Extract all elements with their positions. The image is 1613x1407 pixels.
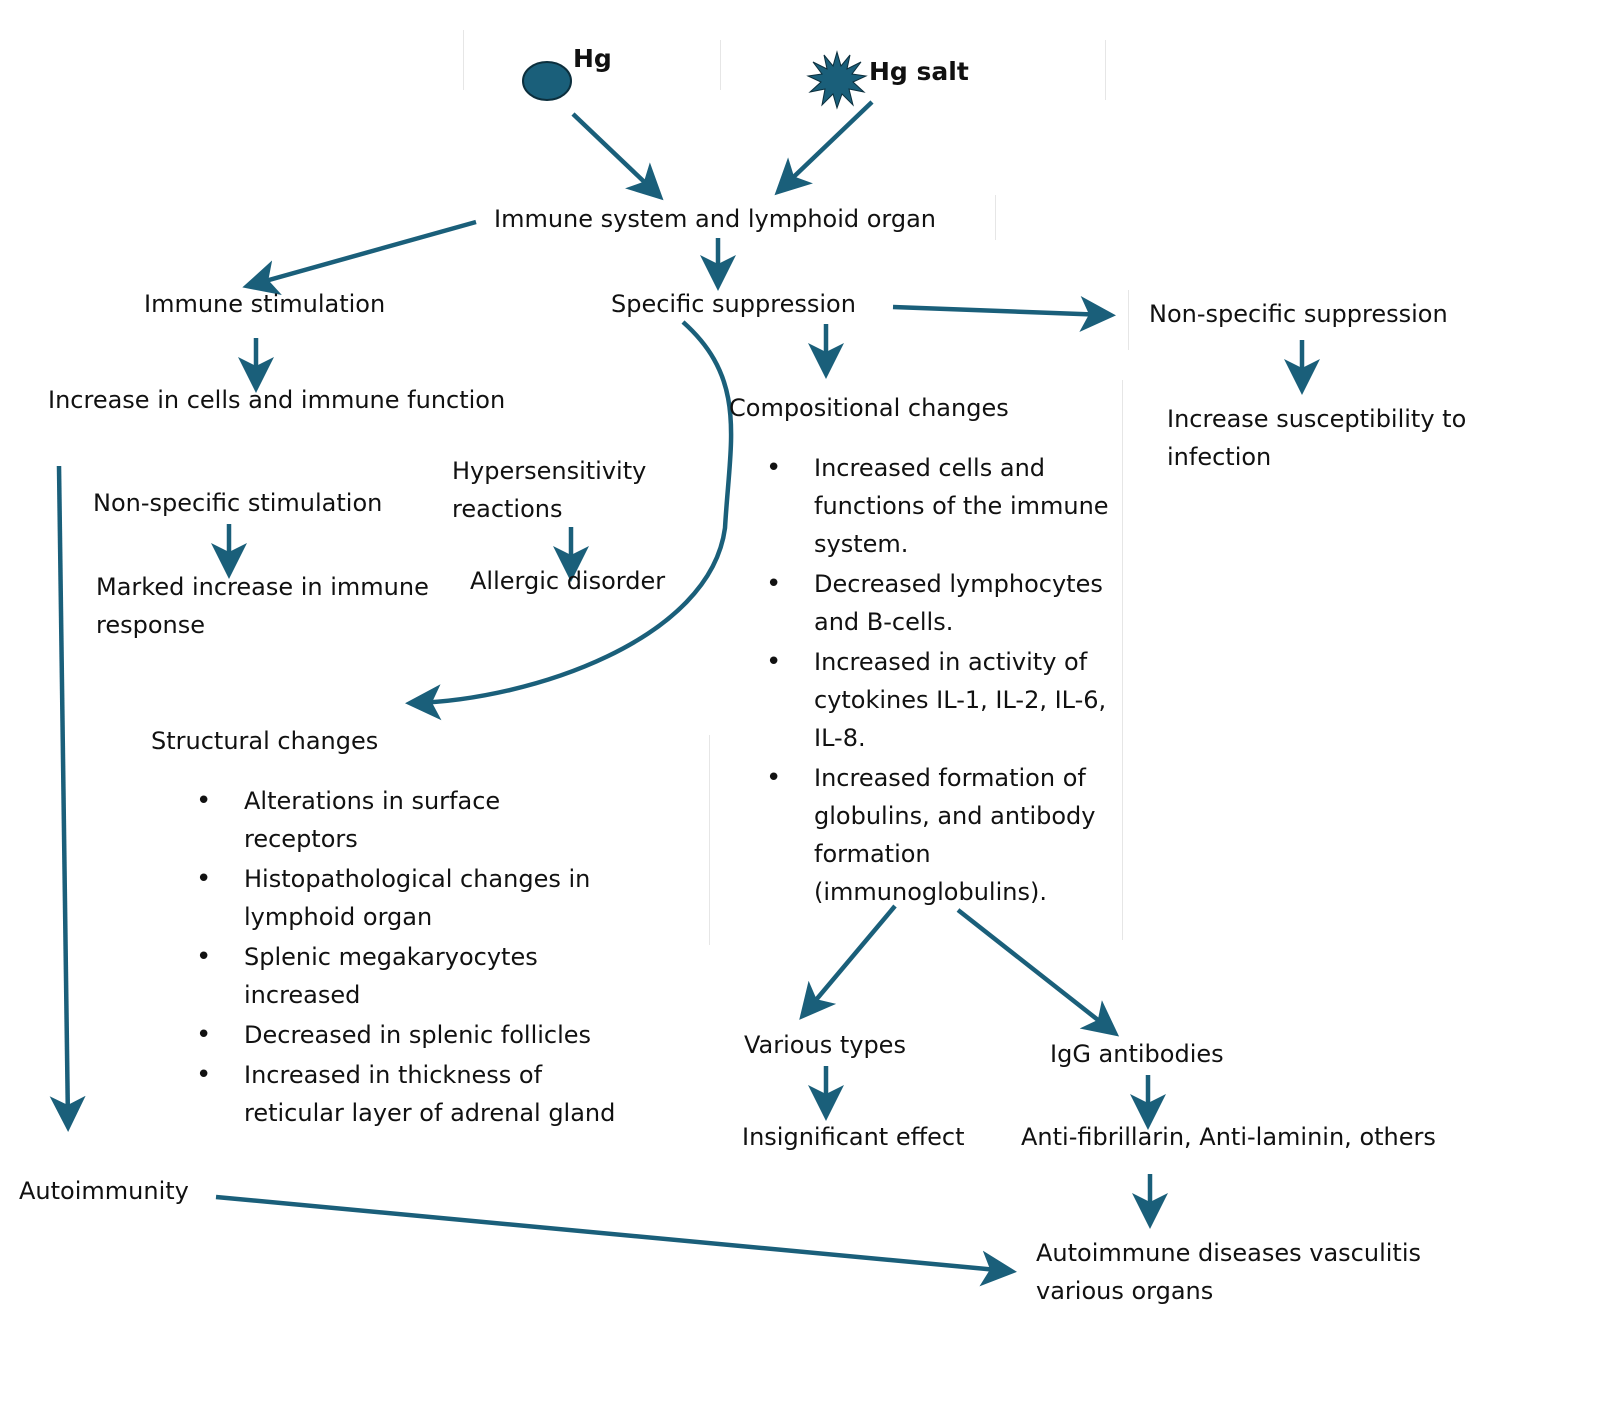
insignificant-effect-node: Insignificant effect: [742, 1123, 965, 1151]
specific-suppression-node: Specific suppression: [611, 290, 856, 318]
compositional-item: Increased cells and functions of the imm…: [766, 449, 1111, 563]
hg-circle-icon: [522, 61, 572, 101]
increase-susceptibility-node: Increase susceptibility to infection: [1167, 405, 1467, 471]
immune-stimulation-node: Immune stimulation: [144, 290, 386, 318]
hg-salt-starburst-icon: [806, 50, 868, 110]
structural-item: Alterations in surface receptors: [196, 782, 616, 858]
structural-item: Increased in thickness of reticular laye…: [196, 1056, 616, 1132]
non-specific-stimulation-node: Non-specific stimulation: [93, 489, 383, 517]
arrow-compositional-to-various: [799, 904, 897, 1020]
compositional-item: Increased formation of globulins, and an…: [766, 759, 1111, 911]
guide-line: [1128, 290, 1129, 350]
guide-line: [995, 195, 996, 240]
increase-cells-node: Increase in cells and immune function: [48, 386, 506, 414]
igg-antibodies-node: IgG antibodies: [1050, 1040, 1224, 1068]
structural-changes-node: Structural changes: [151, 727, 379, 755]
structural-changes-list: Alterations in surface receptors Histopa…: [196, 782, 616, 1134]
guide-line: [1122, 380, 1123, 940]
structural-item: Splenic megakaryocytes increased: [196, 938, 616, 1014]
anti-fibrillarin-node: Anti-fibrillarin, Anti-laminin, others: [1021, 1123, 1436, 1151]
arrow-increase-to-autoimmunity: [49, 465, 86, 1132]
arrow-specific-to-structural: [405, 320, 734, 721]
allergic-disorder-node: Allergic disorder: [470, 567, 666, 595]
arrow-hg-to-immune: [571, 112, 664, 201]
structural-item: Decreased in splenic follicles: [196, 1016, 616, 1054]
autoimmunity-node: Autoimmunity: [19, 1177, 189, 1205]
non-specific-suppression-node: Non-specific suppression: [1149, 300, 1448, 328]
arrow-compositional-to-igg: [956, 908, 1120, 1037]
arrow-specific-to-nonspecific: [892, 296, 1116, 332]
compositional-changes-node: Compositional changes: [729, 394, 1009, 422]
arrow-hgsalt-to-immune: [774, 100, 874, 196]
various-types-node: Various types: [744, 1031, 906, 1059]
marked-increase-node: Marked increase in immune response: [96, 573, 429, 639]
structural-item: Histopathological changes in lymphoid or…: [196, 860, 616, 936]
hg-label: Hg: [573, 44, 612, 73]
immune-system-node: Immune system and lymphoid organ: [494, 205, 937, 233]
arrow-autoimmunity-to-diseases: [215, 1194, 1017, 1287]
arrow-immune-to-stimulation: [242, 219, 477, 296]
compositional-item: Decreased lymphocytes and B-cells.: [766, 565, 1111, 641]
guide-line: [1105, 40, 1106, 100]
guide-line: [463, 30, 464, 90]
compositional-item: Increased in activity of cytokines IL-1,…: [766, 643, 1111, 757]
guide-line: [709, 735, 710, 945]
hg-salt-label: Hg salt: [869, 57, 969, 86]
autoimmune-diseases-node: Autoimmune diseases vasculitis various o…: [1036, 1239, 1421, 1305]
compositional-changes-list: Increased cells and functions of the imm…: [766, 449, 1111, 913]
hypersensitivity-node: Hypersensitivity reactions: [452, 457, 647, 523]
guide-line: [720, 40, 721, 90]
